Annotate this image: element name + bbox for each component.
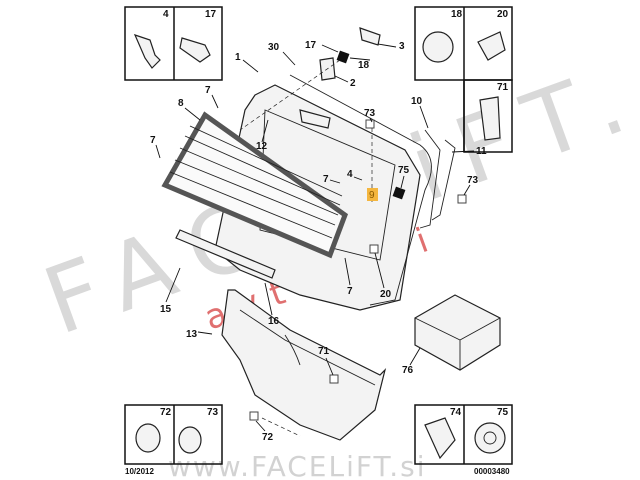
callout: 16 (268, 316, 280, 327)
svg-text:72: 72 (160, 407, 172, 418)
svg-text:74: 74 (450, 407, 462, 418)
clip-71 (329, 374, 339, 384)
svg-text:75: 75 (497, 407, 509, 418)
seal-11 (431, 139, 456, 221)
callout: 20 (380, 289, 392, 300)
clip-72 (249, 411, 259, 421)
detail-box-bottom-left: 72 73 (124, 404, 223, 465)
callout: 75 (398, 165, 410, 176)
svg-text:20: 20 (497, 9, 509, 20)
diagram-number: 00003480 (474, 467, 510, 476)
callout: 71 (318, 346, 330, 357)
callout: 7 (347, 286, 353, 297)
callout: 3 (399, 41, 405, 52)
callout: 7 (205, 85, 211, 96)
callout: 30 (268, 42, 280, 53)
detail-box-bottom-right: 74 75 (414, 404, 513, 465)
callout: 76 (402, 365, 414, 376)
callout: 7 (323, 174, 329, 185)
svg-text:18: 18 (451, 9, 463, 20)
grommet-75 (392, 186, 406, 200)
svg-text:17: 17 (205, 9, 217, 20)
detail-box-top-right: 18 20 71 (414, 6, 513, 153)
detail-box-top-left: 4 17 (124, 6, 223, 81)
svg-text:71: 71 (497, 82, 509, 93)
callout: 72 (262, 432, 274, 443)
clip-73 (365, 119, 375, 129)
callouts: 17 3 30 18 1 2 7 8 73 10 12 7 11 75 7 4 … (150, 40, 487, 443)
callout: 8 (178, 98, 184, 109)
seal-10 (419, 129, 441, 229)
callout: 12 (256, 141, 268, 152)
callout: 13 (186, 329, 198, 340)
callout: 10 (411, 96, 423, 107)
callout: 7 (150, 135, 156, 146)
nut-18 (336, 50, 350, 64)
callout: 73 (467, 175, 479, 186)
watermark-url: www.FACELiFT.si (168, 450, 427, 480)
trim-panel (221, 289, 387, 441)
callout-highlighted: 9 (369, 190, 375, 201)
bracket-3 (359, 27, 381, 46)
callout: 2 (350, 78, 356, 89)
clip-assortment-box (414, 294, 501, 371)
callout: 11 (476, 146, 487, 157)
callout: 15 (160, 304, 172, 315)
callout: 18 (358, 60, 370, 71)
callout: 4 (347, 169, 353, 180)
clip-20 (369, 244, 379, 254)
clip-73b (457, 194, 467, 204)
date-code: 10/2012 (125, 467, 154, 476)
svg-text:73: 73 (207, 407, 219, 418)
rear-window (161, 111, 349, 259)
trim-strip (175, 229, 276, 279)
callout: 73 (364, 108, 376, 119)
callout: 1 (235, 52, 241, 63)
callout: 17 (305, 40, 317, 51)
svg-text:4: 4 (163, 9, 169, 20)
highlight-9 (367, 188, 378, 201)
